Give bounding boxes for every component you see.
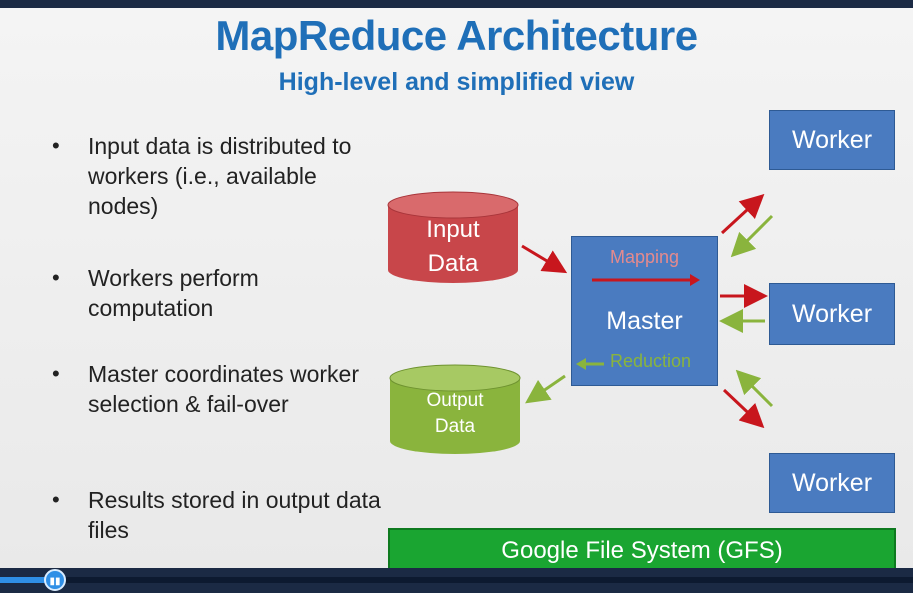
worker-box-1: Worker [769, 110, 895, 170]
slide-subtitle: High-level and simplified view [278, 68, 635, 96]
progress-track[interactable] [0, 577, 913, 583]
worker-box-2: Worker [769, 283, 895, 345]
bullet-dot: • [52, 265, 60, 290]
reduction-arrow [576, 358, 604, 370]
mapping-label: Mapping [609, 247, 680, 267]
bullet-text: Master coordinates worker selection & fa… [88, 361, 359, 417]
audio-wave-icon[interactable]: ▮▮ [44, 569, 66, 591]
slide-title: MapReduce Architecture [215, 12, 698, 59]
worker-box-3: Worker [769, 453, 895, 513]
output-data-label: Output Data [426, 390, 484, 437]
master-to-output-arrow [525, 374, 566, 404]
worker1-to-master-arrow [730, 214, 774, 258]
master-box: Mapping Master Reduction [571, 236, 718, 386]
worker3-to-master-arrow [735, 369, 774, 408]
bullet-text: Results stored in output data files [88, 487, 381, 543]
bullet-dot: • [52, 133, 60, 158]
gfs-bar: Google File System (GFS) [388, 528, 896, 568]
player-progress-bar[interactable]: ▮▮ [0, 569, 913, 592]
master-to-worker1-arrow [720, 193, 765, 235]
output-data-cylinder [389, 364, 521, 454]
input-data-label: Input Data [426, 216, 480, 277]
input-to-master-arrow [521, 244, 568, 274]
master-label: Master [606, 307, 683, 335]
master-to-worker3-arrow [722, 388, 765, 429]
mapping-arrow [592, 274, 700, 286]
progress-fill [0, 577, 56, 583]
bullet-dot: • [52, 361, 60, 386]
reduction-label: Reduction [610, 351, 692, 371]
slide: MapReduce Architecture High-level and si… [0, 8, 913, 568]
bullet-dot: • [52, 487, 60, 512]
architecture-diagram [387, 191, 774, 454]
bullet-text: Workers perform computation [88, 265, 259, 321]
input-data-cylinder [387, 191, 519, 283]
bullet-text: Input data is distributed to workers (i.… [88, 133, 352, 219]
